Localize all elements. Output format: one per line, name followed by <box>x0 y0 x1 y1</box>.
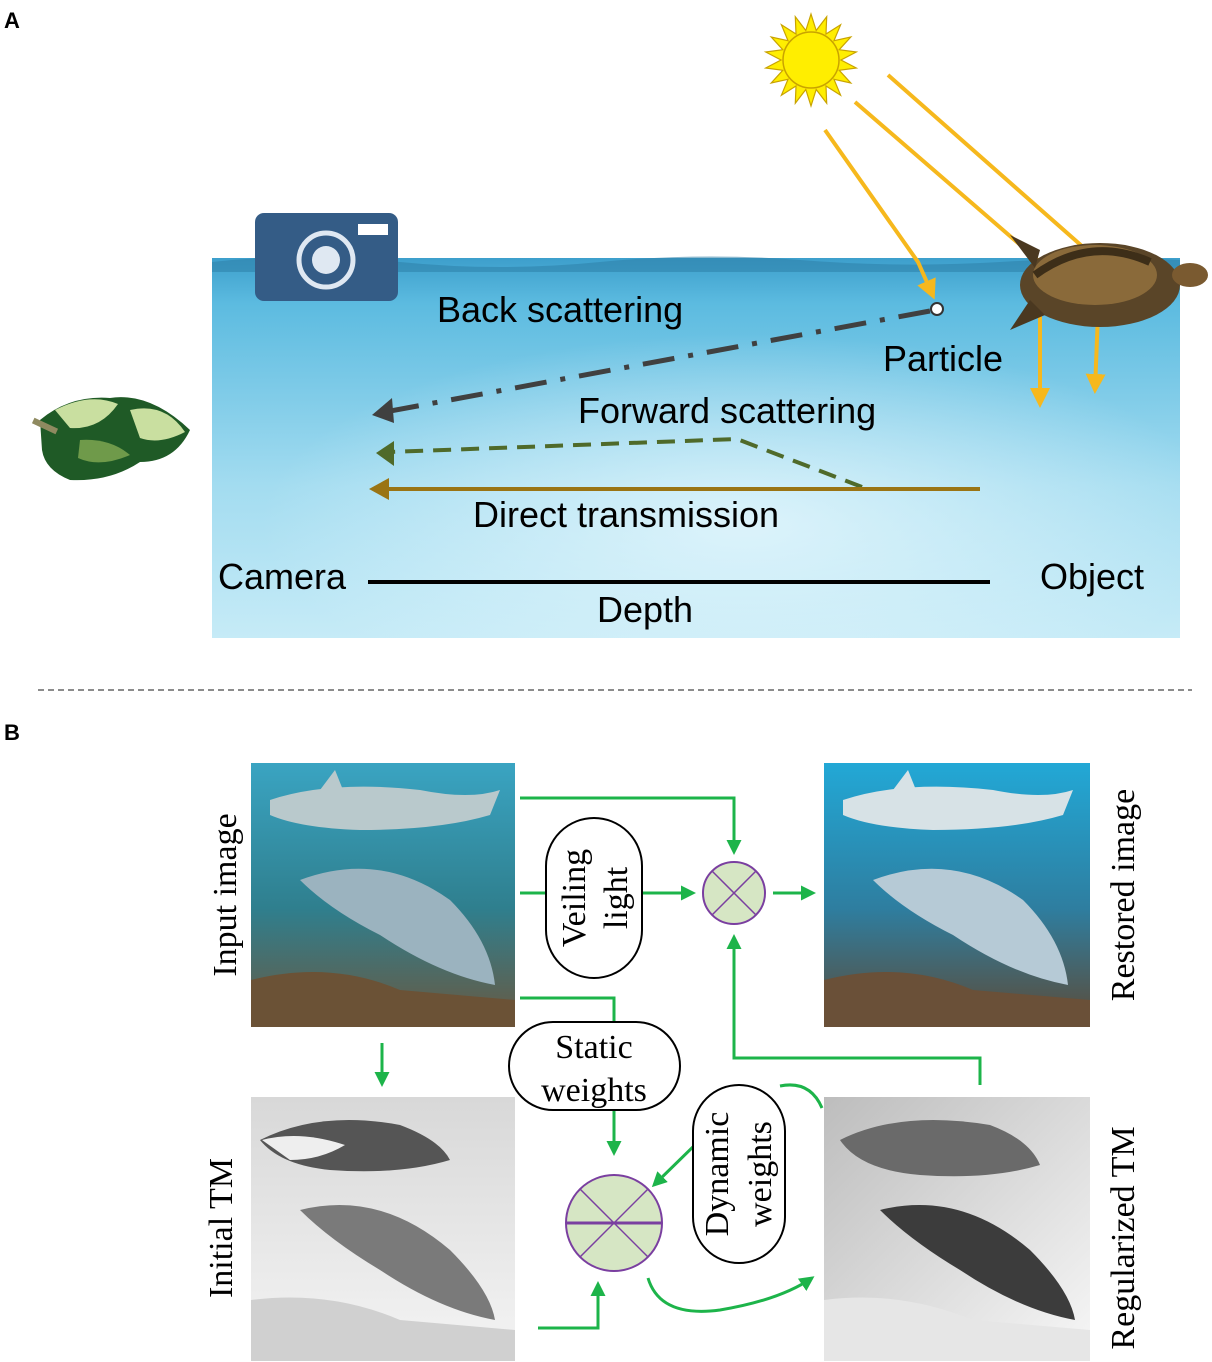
forward-scattering-arrowhead <box>376 441 394 466</box>
sun-icon <box>763 12 859 108</box>
restored-image-label: Restored image <box>1105 789 1142 1001</box>
particle-dot <box>930 302 944 316</box>
direct-transmission-label: Direct transmission <box>473 494 779 535</box>
dynamic-weights-text-2: weights <box>742 1121 779 1227</box>
depth-label: Depth <box>597 589 693 630</box>
dynamic-weights-box: Dynamic weights <box>692 1084 786 1264</box>
flow-arrows <box>374 796 982 1330</box>
restored-image-photo <box>824 763 1090 1027</box>
back-scattering-arrow <box>384 308 931 415</box>
forward-scattering-label: Forward scattering <box>578 390 876 431</box>
static-weights-text-2: weights <box>541 1072 647 1109</box>
turtle-object-icon <box>1010 235 1208 330</box>
initial-tm-label: Initial TM <box>203 1158 240 1298</box>
panel-a-label: A <box>4 8 20 33</box>
multiply-operator-top <box>702 861 766 925</box>
regularized-tm-label: Regularized TM <box>1105 1126 1142 1349</box>
camera-icon <box>255 213 398 301</box>
back-scattering-arrowhead <box>372 398 394 423</box>
weighted-fusion-operator <box>565 1174 663 1272</box>
static-weights-box: Static weights <box>508 1021 681 1111</box>
initial-tm-photo <box>251 1097 515 1361</box>
panel-b-label: B <box>4 720 20 745</box>
input-image-label: Input image <box>207 813 244 976</box>
input-image-photo <box>251 763 515 1027</box>
veiling-light-box: Veiling light <box>545 817 643 979</box>
veiling-light-text-2: light <box>598 866 635 929</box>
dynamic-weights-text-1: Dynamic <box>699 1112 736 1237</box>
particle-label: Particle <box>883 338 1003 379</box>
veiling-light-text-1: Veiling <box>556 849 593 947</box>
object-label: Object <box>1040 556 1144 597</box>
turtle-green-icon <box>31 397 190 481</box>
static-weights-text-1: Static <box>555 1029 632 1066</box>
forward-scattering-arrow <box>389 436 863 489</box>
regularized-tm-photo <box>824 1097 1090 1361</box>
direct-transmission-arrowhead <box>369 478 389 500</box>
camera-label: Camera <box>218 556 347 597</box>
back-scattering-label: Back scattering <box>437 289 683 330</box>
